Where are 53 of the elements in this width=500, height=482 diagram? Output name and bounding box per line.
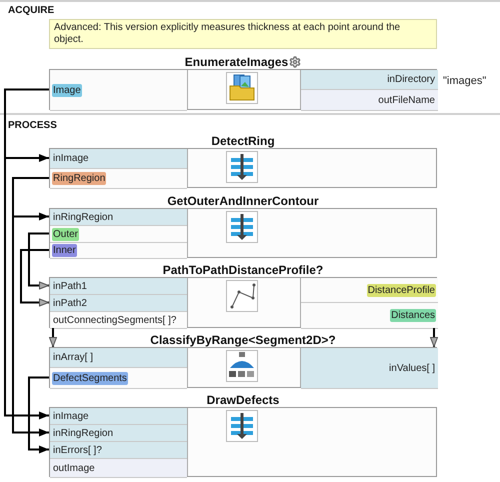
port-label: outImage — [52, 462, 96, 474]
connector-arrow — [28, 376, 49, 454]
port-cell — [301, 303, 438, 329]
port-label: inValues[ ] — [388, 362, 436, 374]
port-cell — [50, 209, 187, 226]
block-title: ClassifyByRange<Segment2D>? — [150, 332, 336, 348]
block-title: GetOuterAndInnerContour — [167, 192, 319, 210]
port-label: inErrors[ ]? — [52, 444, 103, 456]
port-cell — [50, 149, 187, 169]
port-cell — [301, 278, 438, 303]
port-label: Image — [52, 84, 82, 96]
port-cell — [50, 459, 187, 478]
port-label: inPath2 — [52, 296, 88, 310]
port-cell — [50, 278, 187, 295]
connector-arrow — [430, 328, 438, 347]
port-label: Outer — [52, 228, 80, 240]
port-label: inImage — [52, 152, 90, 165]
port-label: inImage — [52, 410, 90, 422]
port-cell — [50, 295, 187, 312]
connector-arrow — [4, 88, 49, 420]
port-cell — [50, 408, 187, 425]
port-cell — [50, 243, 187, 259]
port-cell — [50, 425, 187, 442]
port-label: outConnectingSegments[ ]? — [52, 314, 178, 326]
block-title: EnumerateImages — [184, 54, 288, 70]
block-title: PathToPathDistanceProfile? — [162, 262, 324, 278]
section-heading: ACQUIRE — [8, 4, 54, 18]
port-label: RingRegion — [52, 172, 106, 185]
connector-arrow — [28, 232, 49, 290]
port-label: inDirectory — [386, 73, 436, 86]
port-label: DistanceProfile — [366, 284, 436, 296]
port-label: inPath1 — [52, 280, 88, 292]
port-cell — [50, 169, 187, 189]
connector-arrow — [12, 177, 49, 436]
port-cell — [50, 348, 187, 368]
port-label: outFileName — [377, 94, 436, 106]
port-label: inArray[ ] — [52, 351, 94, 364]
port-cell — [50, 442, 187, 459]
port-label: Distances — [390, 309, 436, 322]
port-cell — [301, 90, 438, 111]
section-heading: PROCESS — [8, 119, 57, 133]
connector-arrow — [49, 328, 57, 347]
port-cell — [301, 348, 438, 389]
block-title: DetectRing — [211, 132, 275, 150]
port-cell — [50, 226, 187, 243]
block-title: DrawDefects — [206, 392, 280, 408]
port-label: inRingRegion — [52, 426, 114, 440]
port-label: DefectSegments — [52, 372, 128, 384]
port-label: Inner — [52, 244, 77, 257]
port-label: inRingRegion — [52, 210, 114, 224]
connector-arrow — [20, 249, 49, 306]
parameter-value: "images" — [443, 74, 486, 89]
comment-note: Advanced: This version explicitly measures thickness at each point around the object. — [49, 19, 437, 49]
